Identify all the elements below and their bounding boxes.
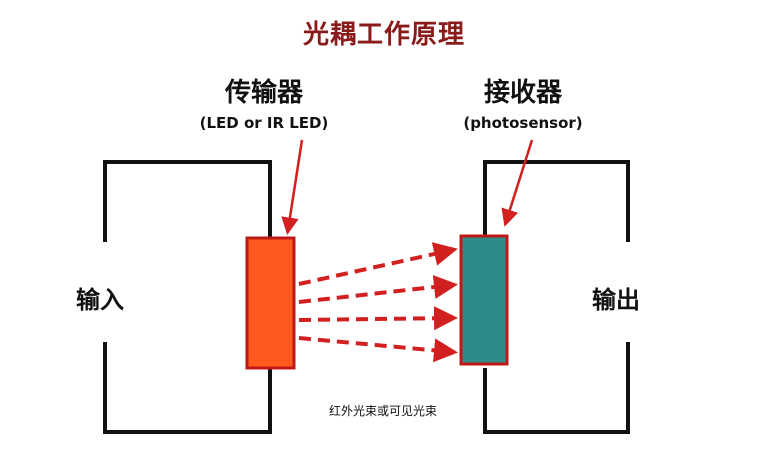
diagram-title: 光耦工作原理 bbox=[302, 20, 466, 50]
receiver-label: 接收器 bbox=[483, 78, 563, 108]
receiver-pointer-arrow bbox=[501, 139, 534, 227]
light-beam bbox=[298, 242, 458, 286]
input-label: 输入 bbox=[76, 286, 124, 314]
receiver-sublabel: (photosensor) bbox=[463, 114, 583, 132]
photosensor-receiver bbox=[459, 234, 509, 366]
output-circuit-wire bbox=[483, 160, 630, 434]
input-circuit-wire bbox=[103, 160, 272, 434]
light-beam bbox=[298, 275, 458, 304]
light-beam bbox=[298, 336, 458, 363]
light-beams bbox=[298, 242, 458, 363]
light-beam bbox=[298, 306, 458, 331]
output-label: 输出 bbox=[592, 286, 640, 314]
transmitter-pointer-arrow bbox=[281, 139, 304, 235]
transmitter-label: 传输器 bbox=[224, 78, 304, 108]
beam-caption: 红外光束或可见光束 bbox=[328, 404, 438, 418]
led-emitter bbox=[245, 236, 296, 370]
transmitter-sublabel: (LED or IR LED) bbox=[199, 114, 329, 132]
